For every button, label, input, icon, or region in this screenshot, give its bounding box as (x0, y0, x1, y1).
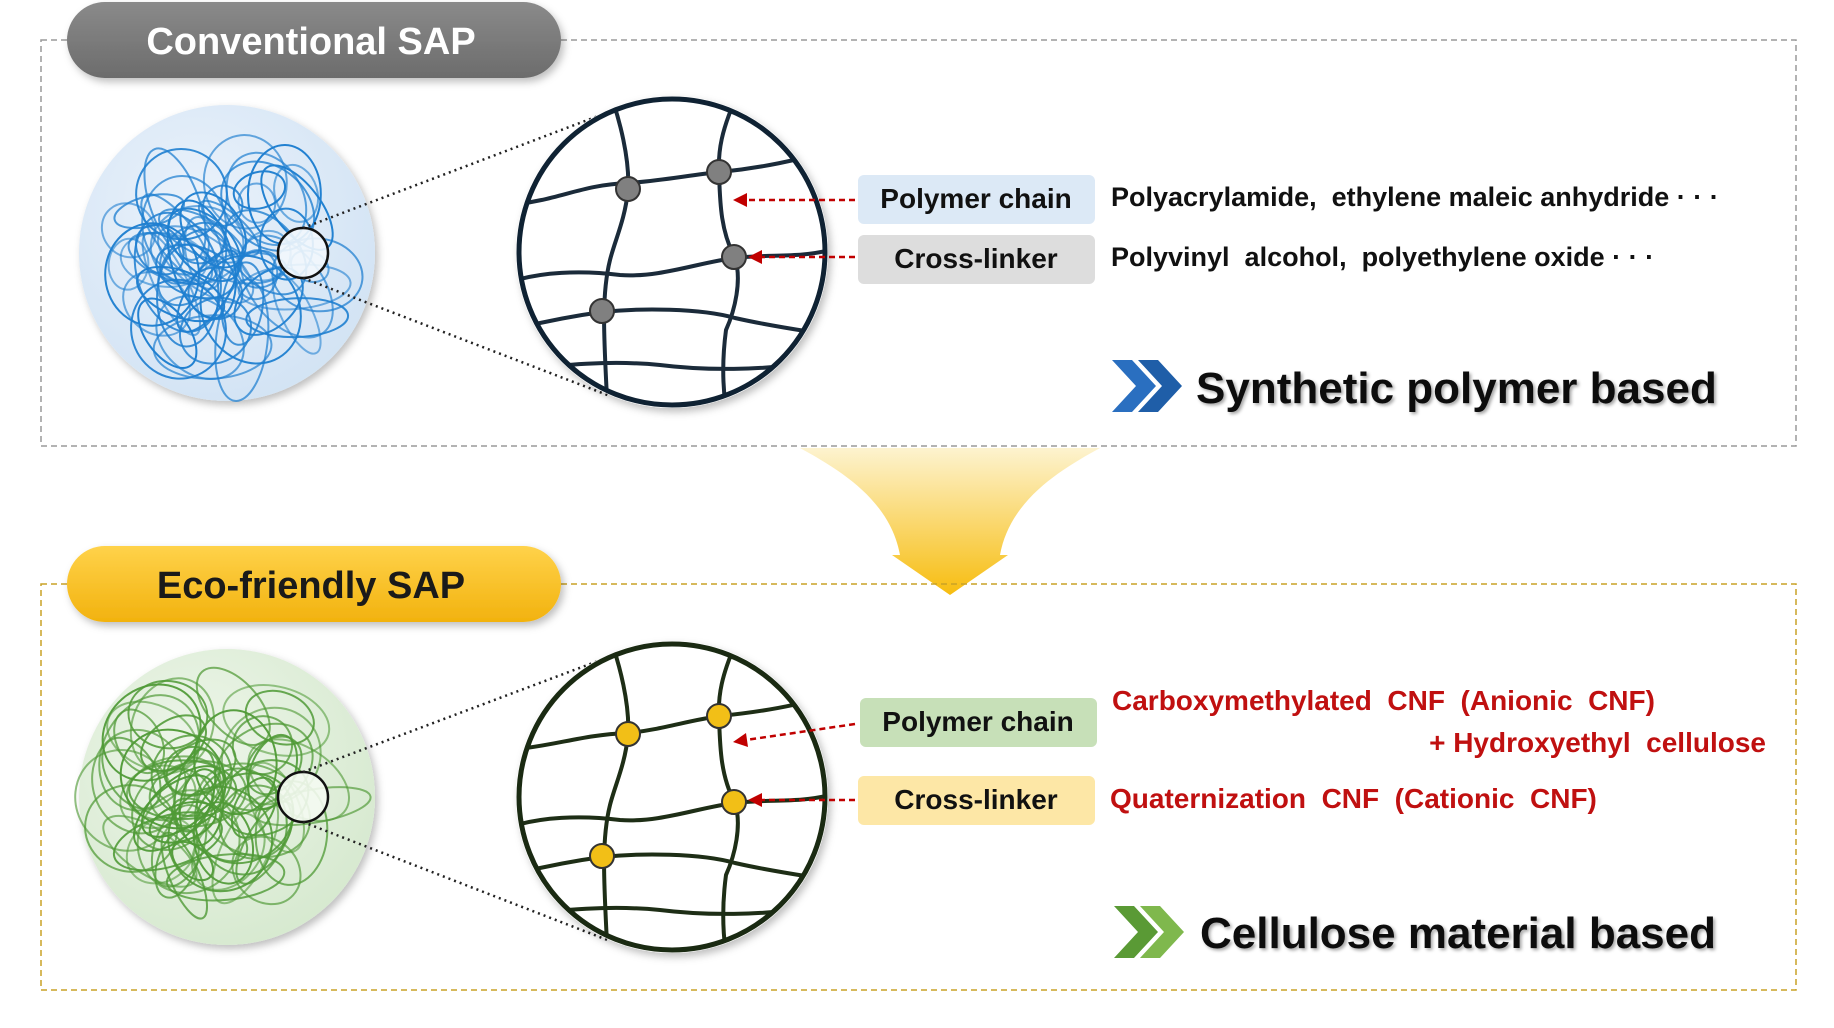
top-crosslink-node (721, 244, 747, 270)
top-chain-h3 (519, 307, 825, 337)
transition-down-arrow (800, 448, 1100, 595)
polymer-loop (143, 147, 207, 261)
polymer-loop (220, 261, 265, 346)
polymer-loop (167, 785, 274, 893)
polymer-loop (202, 134, 288, 230)
top-polymer-chain-examples: Polyacrylamide, ethylene maleic anhydrid… (1111, 182, 1719, 212)
polymer-loop (211, 794, 280, 905)
polymer-loop (165, 853, 286, 902)
polymer-loop (171, 797, 249, 863)
bottom-chain-h3 (519, 852, 825, 882)
bottom-panel: Eco-friendly SAP (40, 546, 1797, 991)
bottom-title-badge (67, 546, 561, 622)
top-title-badge (67, 2, 561, 78)
top-cross-linker-label-box (858, 235, 1095, 284)
polymer-loop (192, 801, 254, 885)
chevron-double-right-icon (1112, 360, 1182, 412)
bottom-polymer-chain-examples-line2: + Hydroxyethyl cellulose (1429, 727, 1766, 758)
polymer-loop (137, 297, 198, 369)
polymer-loop (183, 216, 224, 290)
top-chain-h2 (519, 248, 825, 284)
polymer-loop (101, 683, 202, 782)
bottom-polymer-chain-label: Polymer chain (882, 706, 1073, 737)
bottom-cross-linker-label: Cross-linker (894, 784, 1057, 815)
top-basis-text: Synthetic polymer based (1196, 364, 1717, 413)
top-chain-h1 (519, 148, 825, 207)
top-polymer-chain-label: Polymer chain (880, 183, 1071, 214)
top-crosslink-node (615, 176, 641, 202)
top-zoom-spot (276, 226, 330, 280)
bottom-polymer-tangle (74, 666, 372, 920)
polymer-loop (125, 755, 222, 822)
bottom-chain-v1 (602, 644, 631, 950)
top-network-magnified (516, 96, 828, 408)
top-cross-linker-label: Cross-linker (894, 243, 1057, 274)
bottom-zoom-line-lower (302, 820, 611, 943)
bottom-cross-linker-label-box (858, 776, 1095, 825)
bottom-crosslink-node (589, 843, 615, 869)
polymer-loop (84, 784, 179, 873)
top-zoom-line-upper (302, 108, 615, 230)
bottom-zoom-spot (276, 770, 330, 824)
bottom-panel-title: Eco-friendly SAP (157, 565, 465, 607)
chevron-double-right-icon (1114, 906, 1184, 958)
polymer-loop (129, 677, 215, 775)
bottom-pointer-arrows (733, 722, 856, 807)
polymer-loop (231, 715, 294, 776)
polymer-loop (237, 182, 277, 224)
top-crosslink-node (706, 159, 732, 185)
polymer-loop (166, 199, 237, 320)
polymer-loop (156, 243, 220, 348)
polymer-loop (107, 237, 150, 291)
top-polymer-chain-label-box (858, 175, 1095, 224)
bottom-basis-text: Cellulose material based (1200, 909, 1716, 958)
top-zoom-line-lower (302, 276, 611, 398)
bottom-chain-h1 (519, 693, 825, 752)
top-cross-linker-examples: Polyvinyl alcohol, polyethylene oxide · … (1111, 242, 1654, 272)
bottom-polymer-chain-examples-line1: Carboxymethylated CNF (Anionic CNF) (1112, 685, 1655, 716)
polymer-loop (232, 170, 287, 210)
bottom-crosslink-node (615, 721, 641, 747)
polymer-loop (244, 689, 315, 746)
bottom-zoom-line-upper (302, 653, 615, 774)
polymer-loop (177, 221, 227, 265)
polymer-loop (163, 745, 221, 796)
polymer-loop (234, 249, 279, 301)
bottom-cross-linker-examples: Quaternization CNF (Cationic CNF) (1110, 783, 1597, 814)
polymer-loop (136, 789, 241, 895)
top-crosslink-node (589, 298, 615, 324)
polymer-loop (106, 700, 199, 773)
bottom-network-magnified (516, 641, 828, 953)
top-chain-v1 (602, 99, 631, 405)
polymer-loop (160, 831, 208, 920)
polymer-loop (131, 767, 214, 851)
bottom-crosslink-node (721, 789, 747, 815)
bottom-crosslink-node (706, 703, 732, 729)
polymer-loop (155, 295, 245, 381)
top-pointer-arrows (733, 193, 855, 264)
bottom-polymer-chain-label-box (860, 698, 1097, 747)
top-panel-title: Conventional SAP (146, 21, 475, 63)
top-panel: Conventional SAP (40, 2, 1797, 447)
polymer-loop (222, 684, 331, 757)
polymer-loop (179, 296, 252, 365)
polymer-loop (149, 204, 245, 286)
polymer-loop (150, 734, 233, 818)
